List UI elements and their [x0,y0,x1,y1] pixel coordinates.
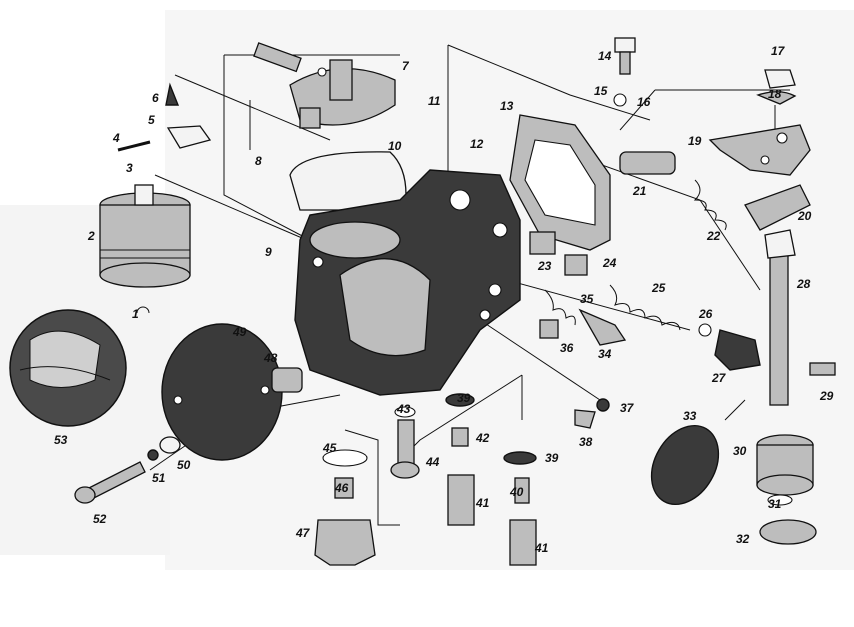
part-label-29: 29 [819,389,834,403]
part-label-9: 9 [265,245,272,259]
lever-assembly-part [613,37,811,231]
part-label-40: 39 [545,451,559,465]
part-label-27: 27 [711,371,727,385]
part-label-37: 37 [620,401,635,415]
part-label-23: 23 [537,259,552,273]
part-label-24: 24 [602,256,617,270]
part-label-19: 19 [688,134,702,148]
part-label-34: 34 [598,347,612,361]
part-label-43: 41 [534,541,549,555]
choke-cover-part [74,323,303,504]
flange-gasket-part [509,114,611,251]
part-label-31: 31 [768,497,782,511]
part-label-25: 25 [651,281,666,295]
part-label-16: 16 [637,95,651,109]
part-label-50: 48 [263,351,278,365]
carburetor-body-part [294,169,521,396]
part-label-33: 33 [683,409,697,423]
jets-springs-part [529,231,761,429]
part-label-38: 38 [579,435,593,449]
part-label-36: 36 [560,341,574,355]
part-label-20: 20 [797,209,812,223]
part-label-47: 45 [322,441,337,455]
part-label-5: 5 [148,113,155,127]
part-label-14: 14 [598,49,612,63]
part-label-7: 7 [402,59,410,73]
part-label-4: 4 [112,131,120,145]
part-label-42: 41 [475,496,490,510]
part-label-10: 10 [388,139,402,153]
part-label-2: 2 [87,229,95,243]
part-label-1: 1 [132,307,139,321]
part-label-45: 43 [396,402,411,416]
part-label-17: 17 [771,44,786,58]
part-label-44: 42 [475,431,490,445]
part-label-13: 13 [500,99,514,113]
part-label-18: 18 [768,87,782,101]
part-label-53: 51 [152,471,166,485]
part-label-49: 47 [295,526,311,540]
throttle-shaft-part [764,229,836,406]
part-label-41: 40 [509,485,524,499]
clip-part [136,306,150,314]
part-label-8: 8 [255,154,262,168]
part-label-54: 52 [93,512,107,526]
part-label-30: 30 [733,444,747,458]
part-label-12: 12 [470,137,484,151]
top-cover-part [253,42,396,129]
part-label-28: 28 [796,277,811,291]
part-label-15: 15 [594,84,608,98]
part-label-21: 21 [632,184,647,198]
part-label-46: 44 [425,455,440,469]
part-label-48: 46 [334,481,349,495]
part-label-52: 50 [177,458,191,472]
return-spring-part [650,424,817,545]
part-label-51: 49 [232,325,247,339]
part-label-55: 53 [54,433,68,447]
lower-jets-part [314,393,537,566]
small-pins-part [117,82,212,152]
part-label-6: 6 [152,91,159,105]
part-label-35: 35 [580,292,594,306]
part-label-26: 26 [698,307,713,321]
part-label-32: 32 [736,532,750,546]
float-cover-part [99,184,191,288]
part-label-3: 3 [126,161,133,175]
part-label-39: 39 [457,391,471,405]
part-label-22: 22 [706,229,721,243]
part-label-11: 11 [428,94,441,108]
inset-detail-part [9,309,127,427]
